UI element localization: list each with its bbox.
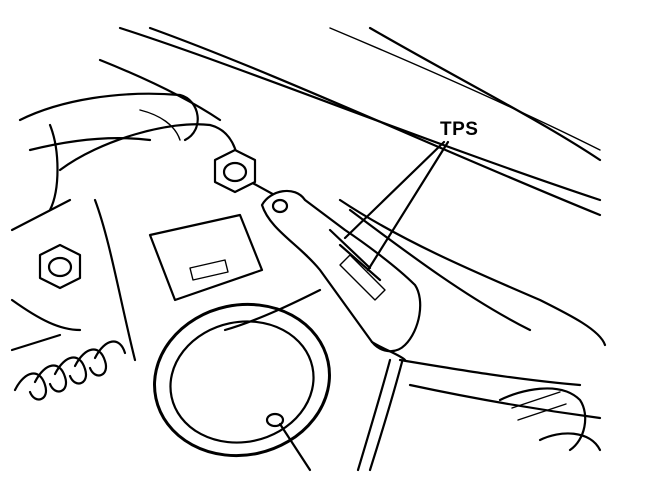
sensor-wire: [356, 358, 404, 472]
throttle-body: [58, 123, 322, 362]
bolt-left: [38, 243, 82, 290]
engine-block: [10, 92, 199, 352]
intake-contours: [98, 26, 607, 420]
intake-opening: [153, 302, 331, 458]
tps-sensor: [260, 189, 422, 362]
tps-callout-leader: [343, 140, 450, 272]
linkage-rod: [265, 412, 312, 472]
hose-clamp: [498, 387, 602, 452]
return-spring: [13, 340, 127, 401]
bolt-upper: [213, 148, 257, 194]
tps-label: TPS: [440, 119, 479, 140]
